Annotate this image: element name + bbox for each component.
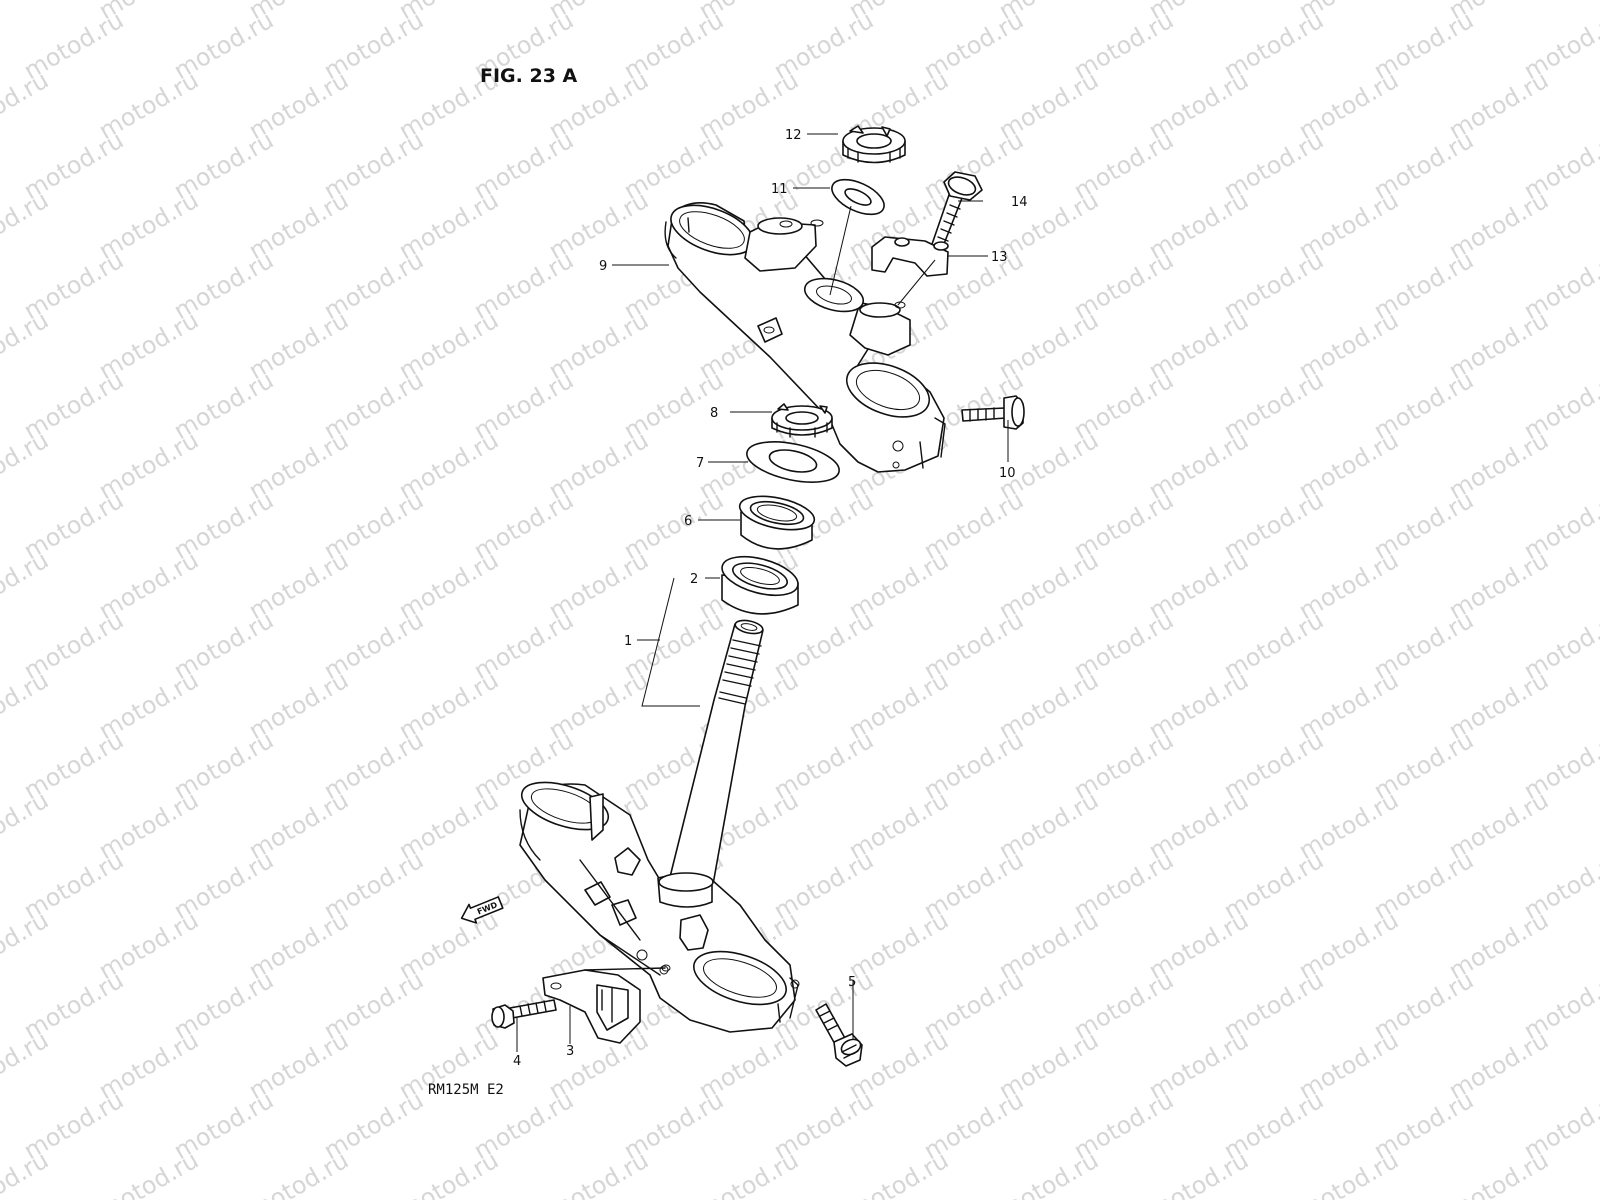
watermark-text: motod.ru [1594,306,1600,385]
part-12-steering-stem-nut [842,125,906,164]
callout-1: 1 [624,634,632,649]
watermark-text: motod.ru [0,1026,53,1105]
watermark-text: motod.ru [0,786,53,865]
watermark-text: motod.ru [1594,786,1600,865]
watermark-text: motod.ru [1444,1146,1553,1200]
watermark-text: motod.ru [1594,426,1600,505]
figure-title: FIG. 23 A [480,65,578,87]
watermark-text: motod.ru [1294,1146,1403,1200]
part-9-upper-bracket [664,202,946,473]
watermark-text: motod.ru [1594,666,1600,745]
watermark-text: motod.ru [0,906,53,985]
callout-8: 8 [710,406,718,421]
part-3-cable-guide [542,964,671,1044]
watermark-text: motod.ru [0,426,53,505]
callout-11: 11 [771,182,788,197]
callout-14: 14 [1011,195,1028,210]
part-6-upper-bearing [738,495,816,550]
leader-lines [516,133,1009,1052]
watermark-text: motod.ru [1594,66,1600,145]
part-11-washer [831,178,885,216]
watermark-text: motod.ru [544,1146,653,1200]
watermark-text: motod.ru [1144,1146,1253,1200]
watermark-text: motod.ru [694,1146,803,1200]
part-14-bolt [929,171,983,255]
callout-12: 12 [785,128,802,143]
watermark-text: motod.ru [0,546,53,625]
callout-13: 13 [991,250,1008,265]
callout-3: 3 [566,1044,574,1059]
part-4-bolt [491,999,557,1029]
part-10-pinch-bolt [961,395,1025,430]
part-1-steering-stem [519,619,800,1033]
part-7-washer [746,441,840,483]
watermark-text: motod.ru [0,306,53,385]
callout-labels: 12 11 14 13 9 10 8 7 6 2 1 5 4 3 [513,128,1028,1069]
watermark-text: motod.ru [1594,546,1600,625]
watermark-text: motod.ru [1594,906,1600,985]
watermark-text: motod.ru [394,1146,503,1200]
watermark-text: motod.ru [1594,1026,1600,1105]
watermark-text: motod.ru [0,186,53,265]
fwd-direction-arrow: FWD [460,896,504,924]
watermark-text: motod.ru [1594,1146,1600,1200]
part-2-lower-bearing [721,555,799,615]
part-13-handlebar-holder [871,236,949,277]
callout-7: 7 [696,456,704,471]
watermark-text: motod.ru [0,66,53,145]
model-code: RM125M E2 [428,1082,504,1098]
watermark-text: motod.ru [94,1146,203,1200]
watermark-text: motod.ru [994,1146,1103,1200]
watermark-text: motod.ru [0,0,53,25]
callout-4: 4 [513,1054,521,1069]
watermark-text: motod.ru [0,666,53,745]
part-8-steering-nut [771,403,833,438]
callout-10: 10 [999,466,1016,481]
watermark-text: motod.ru [844,1146,953,1200]
callout-5: 5 [848,975,856,990]
callout-9: 9 [599,259,607,274]
watermark-text: motod.ru [244,1146,353,1200]
part-5-pinch-bolt [815,1003,863,1067]
watermark-text: motod.ru [1594,186,1600,265]
callout-2: 2 [690,572,698,587]
callout-6: 6 [684,514,692,529]
